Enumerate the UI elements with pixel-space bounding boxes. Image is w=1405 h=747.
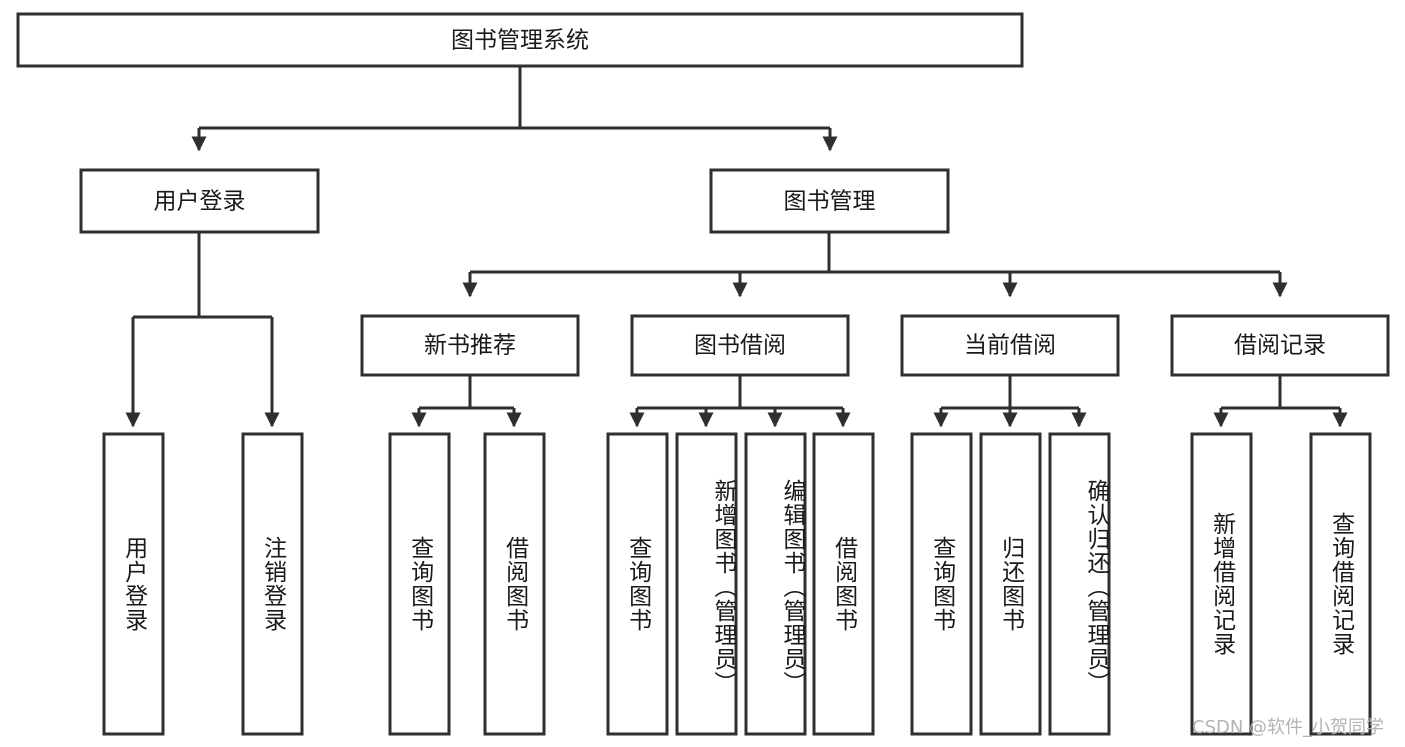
leaf-current-borrow-1-box[interactable] [910,432,973,736]
node-root[interactable]: 图书管理系统 [16,12,1024,68]
node-new-book-recommend[interactable]: 新书推荐 [360,314,580,377]
leaf-book-borrow-1-box[interactable] [606,432,669,736]
node-borrow-record-box[interactable] [1170,314,1390,377]
leaf-borrow-record-1-box[interactable] [1190,432,1253,736]
node-book-manage-label: 图书管理 [784,189,876,215]
leaf-borrow-record-2-box[interactable] [1309,432,1372,736]
leaf-user-login-2-box[interactable] [241,432,304,736]
leaf-user-login-1-box[interactable] [102,432,165,736]
leaf-book-borrow-3-box[interactable] [744,432,807,736]
leaf-new-book-1-box[interactable] [388,432,451,736]
node-book-manage[interactable]: 图书管理 [709,168,950,234]
node-user-login[interactable]: 用户登录 [79,168,320,234]
leaf-book-borrow-4-box[interactable] [812,432,875,736]
node-current-borrow-box[interactable] [900,314,1120,377]
node-book-borrow[interactable]: 图书借阅 [630,314,850,377]
node-new-book-recommend-label: 新书推荐 [424,333,516,359]
node-borrow-record[interactable]: 借阅记录 [1170,314,1390,377]
node-new-book-recommend-box[interactable] [360,314,580,377]
node-current-borrow-label: 当前借阅 [964,333,1056,359]
node-book-borrow-box[interactable] [630,314,850,377]
node-borrow-record-label: 借阅记录 [1234,333,1326,359]
node-current-borrow[interactable]: 当前借阅 [900,314,1120,377]
leaf-current-borrow-3-box[interactable] [1048,432,1111,736]
node-root-label: 图书管理系统 [451,28,589,54]
leaf-new-book-2-box[interactable] [483,432,546,736]
csdn-watermark: CSDN @软件_小贺同学 [1192,717,1385,738]
leaf-book-borrow-2-box[interactable] [675,432,738,736]
node-book-borrow-label: 图书借阅 [694,333,786,359]
leaf-current-borrow-2-box[interactable] [979,432,1042,736]
node-root-box[interactable] [16,12,1024,68]
node-user-login-label: 用户登录 [154,189,246,215]
node-book-manage-box[interactable] [709,168,950,234]
